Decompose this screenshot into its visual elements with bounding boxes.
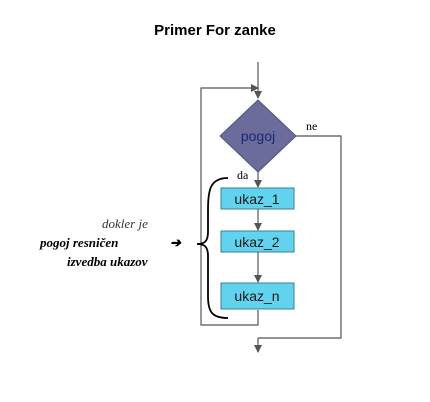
- statement-label-1: ukaz_1: [234, 191, 279, 207]
- page-title: Primer For zanke: [154, 22, 276, 39]
- statement-label-2: ukaz_2: [234, 234, 279, 250]
- loop-brace: [196, 177, 229, 319]
- yes-branch-label: da: [237, 168, 249, 182]
- note-arrow-icon: ➔: [170, 235, 182, 250]
- note-line-2: pogoj resničen: [39, 235, 118, 250]
- note-line-3: izvedba ukazov: [67, 254, 148, 269]
- condition-label: pogoj: [241, 128, 275, 144]
- note-line-1: dokler je: [102, 216, 148, 231]
- statement-box-n: [220, 282, 295, 310]
- no-branch-line: [258, 135, 342, 339]
- statement-label-n: ukaz_n: [234, 288, 279, 304]
- loop-back-line: [200, 84, 259, 326]
- no-branch-label: ne: [306, 119, 317, 133]
